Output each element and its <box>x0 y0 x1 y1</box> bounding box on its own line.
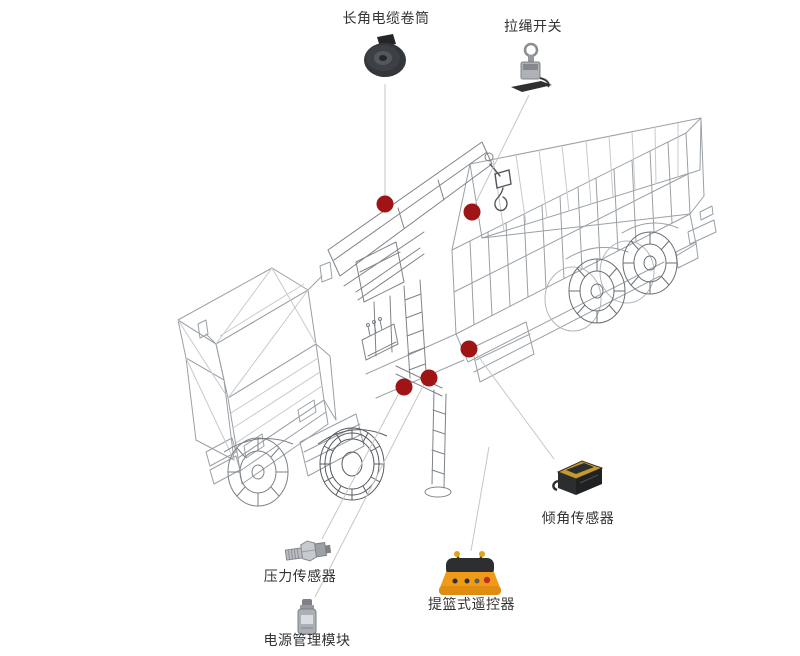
bed-slats-near <box>469 141 673 326</box>
power-module-icon <box>290 597 324 642</box>
label-power-module: 电源管理模块 <box>263 632 351 648</box>
mount-point-markers <box>376 195 481 396</box>
marker-3 <box>460 340 478 358</box>
cab-lines <box>177 261 365 485</box>
marker-1 <box>376 195 394 213</box>
marker-2 <box>463 203 481 221</box>
front-wheel <box>223 437 294 507</box>
marker-4 <box>420 369 438 387</box>
rear-wheels <box>568 231 678 324</box>
cab-mesh-lines <box>177 267 323 461</box>
marker-5 <box>395 378 413 396</box>
crane-lines <box>327 141 494 498</box>
rear-inner-wheels <box>544 240 655 332</box>
leader-lines <box>314 84 555 598</box>
leader-line-pull-switch <box>473 94 530 207</box>
tilt-sensor-icon <box>550 455 606 506</box>
leader-line-remote <box>470 446 490 552</box>
leader-line-pressure <box>321 392 400 540</box>
crane-hook <box>489 163 512 212</box>
mid-wheel <box>317 427 388 501</box>
pressure-sensor-icon <box>280 533 336 575</box>
bed-slats-far <box>492 123 679 232</box>
label-cable-reel: 长角电缆卷筒 <box>342 10 430 26</box>
leader-line-power-module <box>314 383 425 598</box>
leader-line-tilt-sensor <box>474 351 555 460</box>
label-pull-rope-switch: 拉绳开关 <box>504 18 562 34</box>
label-basket-remote: 提篮式遥控器 <box>428 596 515 612</box>
basket-remote-icon <box>437 550 505 605</box>
cable-reel-icon <box>358 30 412 85</box>
label-pressure-sensor: 压力传感器 <box>263 568 337 584</box>
pull-rope-switch-icon <box>507 40 555 99</box>
label-tilt-sensor: 倾角传感器 <box>541 510 615 526</box>
